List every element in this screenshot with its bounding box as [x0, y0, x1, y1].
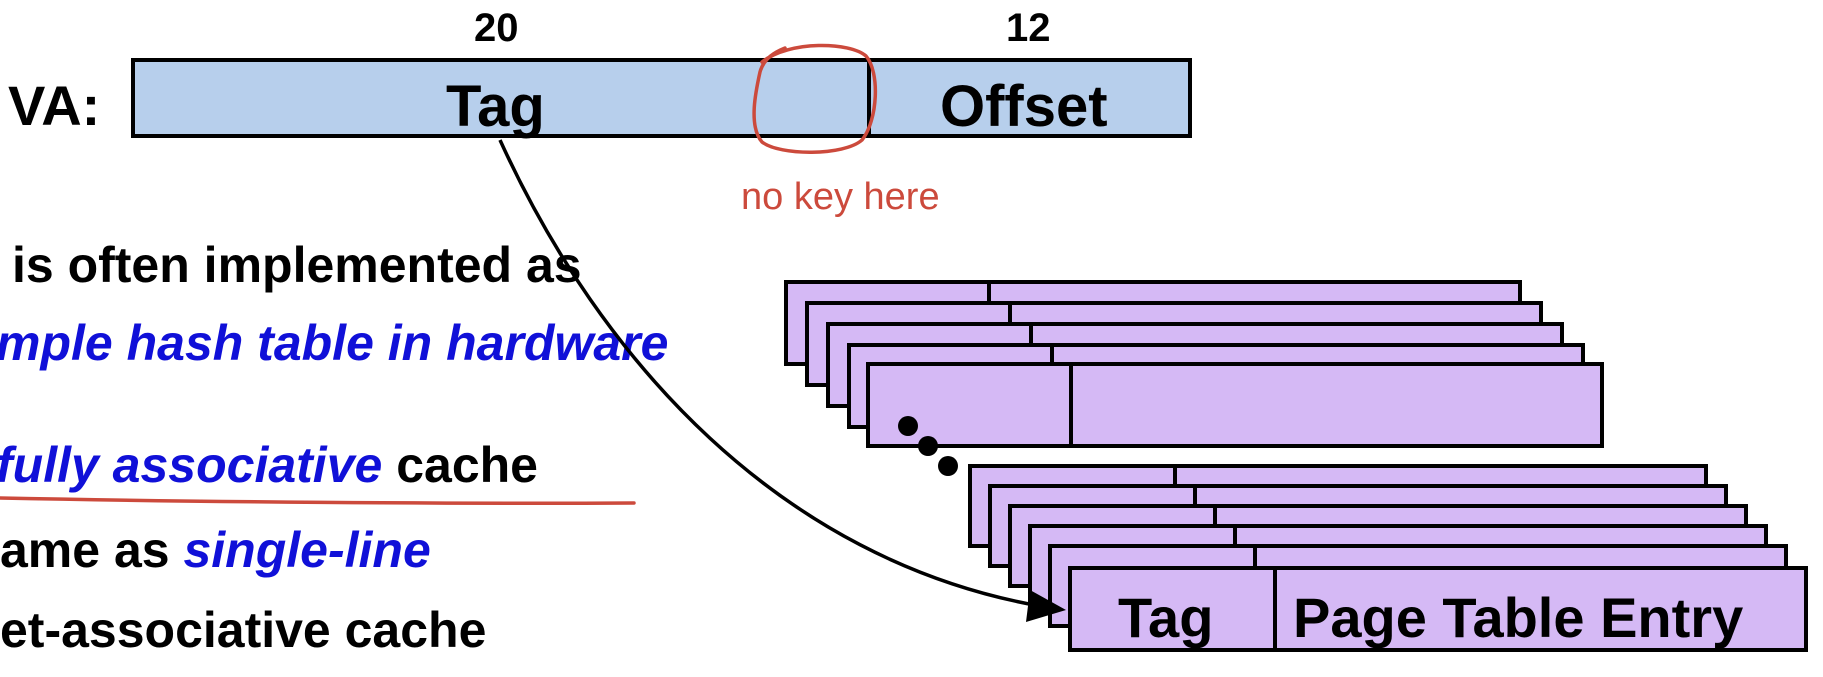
- fully-associative-underline: [0, 496, 636, 506]
- va-offset-field: Offset: [940, 74, 1108, 139]
- va-tag-field: Tag: [446, 74, 545, 139]
- bullet-line-implemented-text: is often implemented as: [12, 237, 582, 293]
- tag-lookup-arrowhead: [1026, 590, 1066, 622]
- no-key-annotation: no key here: [741, 176, 940, 218]
- entry-tag-label: Tag: [1118, 586, 1214, 649]
- set-associative-text: et-associative cache: [0, 602, 487, 658]
- bullet-line-implemented: is often implemented as: [12, 240, 582, 290]
- entry-pte-label: Page Table Entry: [1293, 586, 1744, 649]
- ellipsis-dot-1: [898, 416, 918, 436]
- va-prefix: VA:: [8, 74, 101, 137]
- virtual-address-box: [131, 58, 1192, 138]
- ellipsis-dot-2: [918, 436, 938, 456]
- same-as-text: ame as: [0, 522, 184, 578]
- tag-bit-width: 20: [474, 6, 519, 50]
- cache-word: cache: [382, 437, 538, 493]
- lower-entry-stack: [968, 464, 1808, 652]
- bullet-line-single-line: ame as single-line: [0, 525, 431, 575]
- ellipsis-dot-3: [938, 456, 958, 476]
- no-key-circle-mark: [752, 43, 877, 154]
- va-field-divider: [867, 58, 871, 138]
- bullet-line-hash-table-text: mple hash table in hardware: [0, 315, 669, 371]
- fully-associative-emphasis: fully associative: [0, 437, 383, 493]
- single-line-emphasis: single-line: [183, 522, 431, 578]
- offset-bit-width: 12: [1006, 6, 1051, 50]
- lower-front-entry-1: [1068, 566, 1808, 652]
- bullet-line-hash-table: mple hash table in hardware: [0, 318, 668, 368]
- bullet-line-set-associative: et-associative cache: [0, 605, 486, 655]
- upper-entry-stack: [784, 280, 1604, 448]
- tag-lookup-arrow: [498, 139, 1041, 608]
- bullet-line-fully-associative: fully associative cache: [0, 440, 538, 490]
- upper-front-entry-1: [866, 362, 1604, 448]
